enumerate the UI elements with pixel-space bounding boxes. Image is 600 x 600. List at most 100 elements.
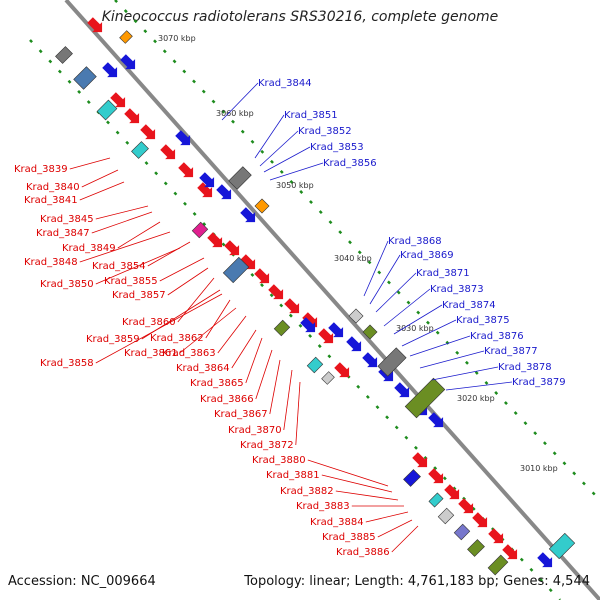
reverse-gene-arrow-shape: [120, 54, 136, 70]
right-gene-leader: [383, 288, 431, 327]
forward-gene-arrow: [302, 312, 318, 328]
reverse-gene-arrow: [328, 322, 344, 338]
left-gene-leader: [335, 490, 399, 501]
left-gene-label: Krad_3841: [24, 195, 78, 206]
gene-block-light-body: [437, 507, 455, 525]
forward-gene-arrow: [488, 528, 504, 544]
left-gene-label: Krad_3859: [86, 334, 140, 345]
left-gene-label: Krad_3885: [322, 532, 376, 543]
left-gene-label: Krad_3857: [112, 290, 166, 301]
left-gene-label: Krad_3850: [40, 279, 94, 290]
gene-block-orange: [254, 198, 270, 214]
gene-block-olive: [404, 377, 446, 419]
forward-gene-arrow-shape: [178, 162, 194, 178]
reverse-gene-arrow-shape: [328, 322, 344, 338]
right-gene-leader: [254, 114, 285, 159]
right-gene-label: Krad_3877: [484, 346, 538, 357]
forward-gene-arrow-shape: [284, 298, 300, 314]
gene-block-steel: [222, 256, 250, 284]
left-gene-leader: [159, 257, 205, 282]
left-gene-label: Krad_3865: [190, 378, 244, 389]
left-gene-leader: [179, 307, 237, 354]
left-gene-leader: [283, 369, 293, 431]
left-gene-label: Krad_3845: [40, 214, 94, 225]
reverse-gene-arrow-shape: [300, 317, 316, 333]
left-gene-label: Krad_3881: [266, 470, 320, 481]
scale-label: 3020 kbp: [457, 394, 495, 403]
forward-gene-arrow-shape: [207, 232, 223, 248]
right-gene-label: Krad_3875: [456, 315, 510, 326]
reverse-gene-arrow: [537, 552, 553, 568]
tick-track-outer: [114, 0, 600, 501]
reverse-gene-arrow: [175, 130, 191, 146]
gene-block-cyan-body: [131, 141, 149, 159]
left-gene-label: Krad_3858: [40, 358, 94, 369]
left-gene-leader: [81, 169, 119, 188]
reverse-gene-arrow-shape: [216, 184, 232, 200]
gene-block-steel-body: [222, 256, 250, 284]
forward-gene-arrow-shape: [488, 528, 504, 544]
right-gene-label: Krad_3871: [416, 268, 470, 279]
forward-gene-arrow-shape: [268, 284, 284, 300]
reverse-gene-arrow: [394, 382, 410, 398]
left-gene-leader: [255, 349, 273, 400]
reverse-gene-arrow-shape: [428, 412, 444, 428]
gene-block-cyan: [428, 492, 444, 508]
forward-gene-arrow-shape: [334, 362, 350, 378]
left-gene-leader: [205, 299, 231, 339]
right-gene-label: Krad_3878: [498, 362, 552, 373]
gene-block-cyan: [306, 356, 324, 374]
scale-label: 3070 kbp: [158, 34, 196, 43]
gene-block-gray-body: [55, 46, 73, 64]
gene-block-cyan: [96, 99, 118, 121]
left-gene-leader: [295, 381, 301, 446]
left-gene-leader: [377, 519, 413, 538]
left-gene-leader: [245, 337, 263, 384]
reverse-gene-arrow: [362, 352, 378, 368]
gene-block-cyan-body: [96, 99, 118, 121]
gene-block-gray-body: [377, 347, 407, 377]
forward-gene-arrow-shape: [124, 108, 140, 124]
forward-gene-arrow-shape: [472, 512, 488, 528]
forward-gene-arrow: [207, 232, 223, 248]
left-gene-label: Krad_3854: [92, 261, 146, 272]
reverse-gene-arrow: [300, 317, 316, 333]
forward-gene-arrow-shape: [110, 92, 126, 108]
left-gene-label: Krad_3870: [228, 425, 282, 436]
forward-gene-arrow: [444, 484, 460, 500]
gene-block-orange-body: [254, 198, 270, 214]
right-gene-leader: [431, 366, 499, 381]
forward-gene-arrow: [502, 544, 518, 560]
reverse-gene-arrow-shape: [362, 352, 378, 368]
left-gene-leader: [167, 267, 209, 296]
right-gene-label: Krad_3851: [284, 110, 338, 121]
tick-track-inner: [29, 39, 561, 600]
scale-label: 3040 kbp: [334, 254, 372, 263]
accession-label: Accession: NC_009664: [8, 574, 156, 589]
genome-stats-label: Topology: linear; Length: 4,761,183 bp; …: [244, 574, 590, 589]
forward-gene-arrow-shape: [140, 124, 156, 140]
forward-gene-arrow: [284, 298, 300, 314]
right-gene-leader: [401, 319, 457, 347]
reverse-gene-arrow-shape: [102, 62, 118, 78]
left-gene-leader: [365, 511, 409, 523]
forward-gene-arrow-shape: [224, 240, 240, 256]
scale-label: 3030 kbp: [396, 324, 434, 333]
scale-label: 3010 kbp: [520, 464, 558, 473]
forward-gene-arrow: [197, 182, 213, 198]
reverse-gene-arrow: [346, 336, 362, 352]
gene-block-light-body: [321, 371, 335, 385]
left-gene-label: Krad_3860: [122, 317, 176, 328]
left-gene-leader: [95, 247, 181, 285]
left-gene-label: Krad_3862: [150, 333, 204, 344]
gene-block-olive-body: [404, 377, 446, 419]
left-gene-leader: [79, 181, 125, 201]
reverse-gene-arrow: [199, 172, 215, 188]
forward-gene-arrow: [428, 468, 444, 484]
left-gene-label: Krad_3848: [24, 257, 78, 268]
forward-gene-arrow: [318, 328, 334, 344]
left-gene-leader: [79, 231, 171, 263]
gene-block-light: [321, 371, 335, 385]
forward-gene-arrow: [268, 284, 284, 300]
